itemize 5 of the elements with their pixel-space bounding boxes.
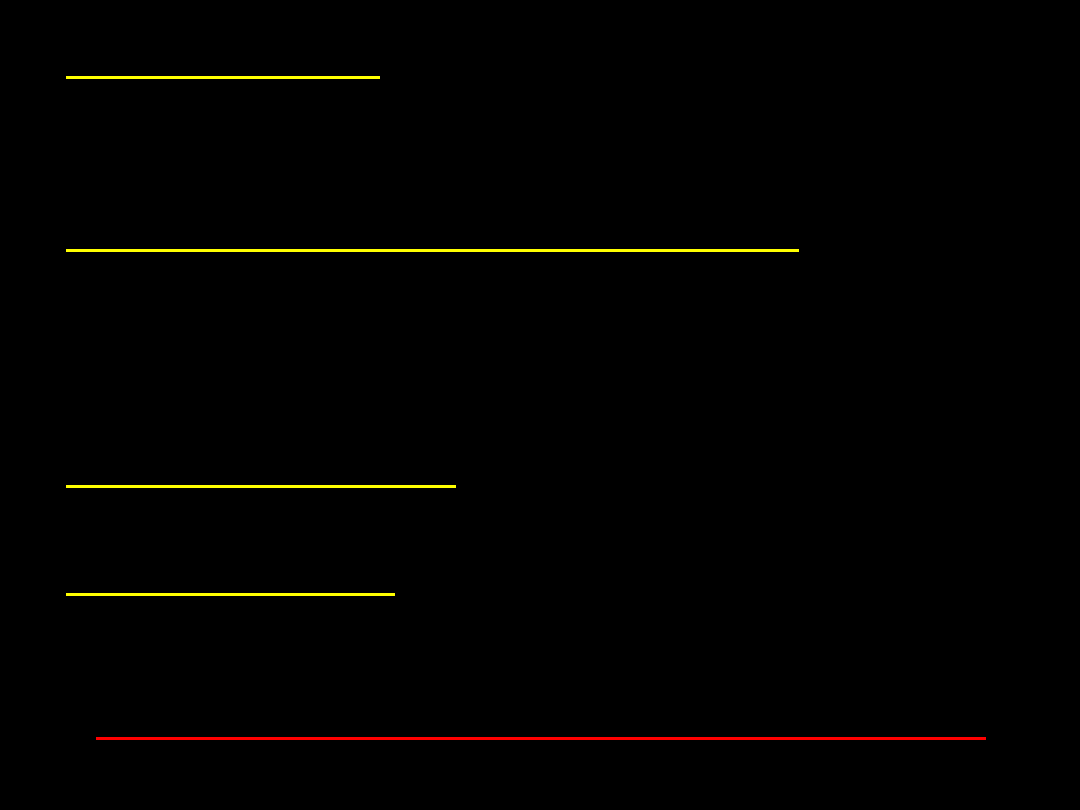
fill-in-line [66,249,799,252]
fill-in-line [66,593,395,596]
fill-in-line [66,485,456,488]
fill-in-line [66,76,380,79]
fill-in-line [96,737,986,740]
